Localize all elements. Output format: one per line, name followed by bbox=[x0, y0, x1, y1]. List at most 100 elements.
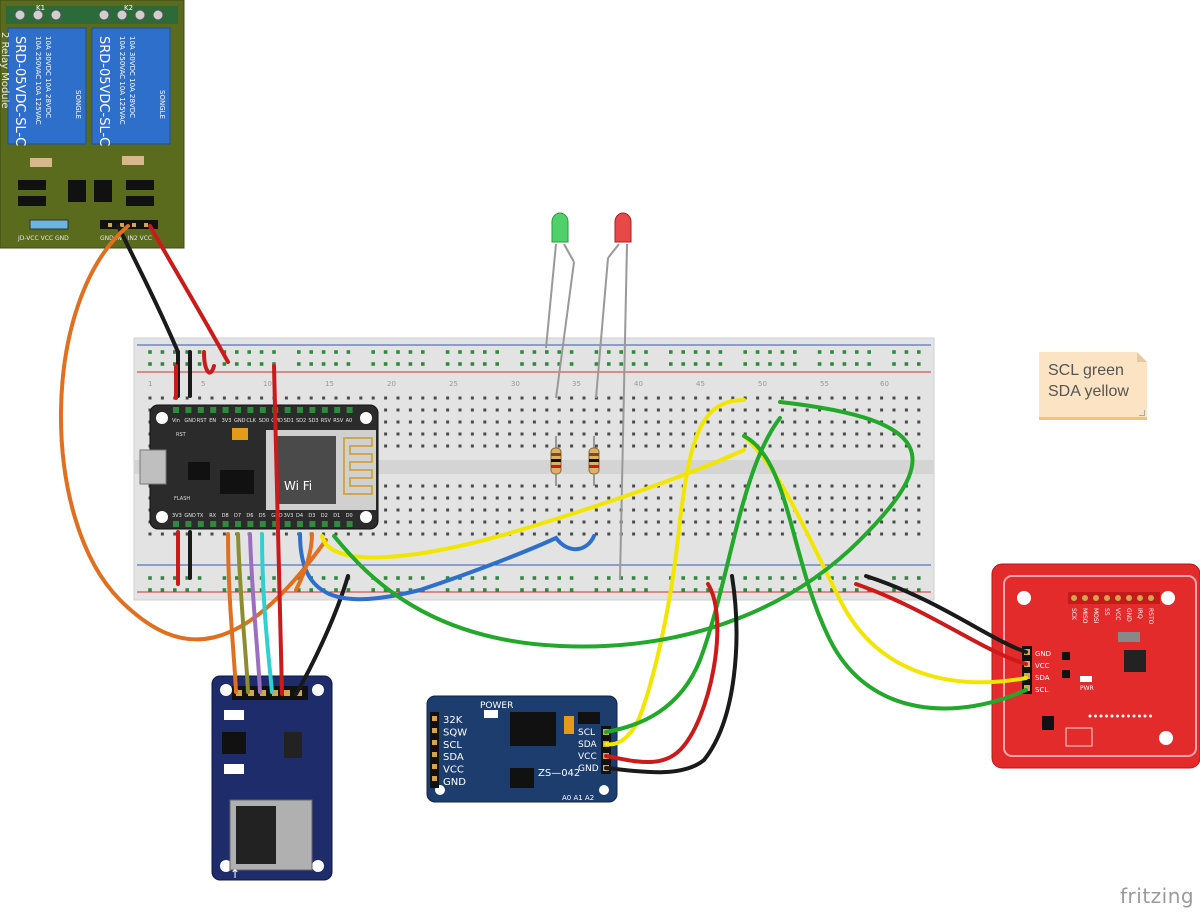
esp-pin-label: SD3 bbox=[308, 418, 318, 424]
bb-hole bbox=[222, 396, 226, 400]
rail-hole bbox=[346, 588, 351, 592]
bb-hole bbox=[818, 484, 822, 488]
bb-hole bbox=[607, 396, 611, 400]
bb-hole bbox=[731, 408, 735, 412]
bb-hole bbox=[892, 520, 896, 524]
bb-hole bbox=[594, 496, 598, 500]
bb-hole bbox=[768, 408, 772, 412]
bb-hole bbox=[198, 396, 202, 400]
rail-hole bbox=[272, 588, 276, 592]
bb-hole bbox=[830, 484, 834, 488]
wire-rtc-gnd-black bbox=[604, 574, 739, 775]
rail-hole bbox=[235, 350, 239, 354]
rail-hole bbox=[892, 576, 896, 580]
rail-hole bbox=[557, 350, 561, 354]
col-num: 15 bbox=[325, 380, 334, 388]
rail-hole bbox=[396, 362, 400, 366]
esp-pin bbox=[321, 407, 328, 413]
bb-hole bbox=[892, 408, 896, 412]
bb-hole bbox=[607, 508, 611, 512]
rail-hole bbox=[421, 350, 425, 354]
bb-hole bbox=[731, 520, 735, 524]
bb-hole bbox=[718, 408, 722, 412]
esp-pin-label: SD2 bbox=[296, 418, 306, 424]
wire-sd-olive bbox=[236, 532, 250, 694]
bb-hole bbox=[917, 508, 921, 512]
rail-hole bbox=[768, 362, 772, 366]
bb-hole bbox=[446, 520, 450, 524]
rail-hole bbox=[768, 588, 772, 592]
bb-hole bbox=[396, 520, 400, 524]
bb-hole bbox=[520, 520, 524, 524]
bb-hole bbox=[656, 444, 660, 448]
bb-hole bbox=[743, 508, 747, 512]
nfc-pin-label: RSTO bbox=[1147, 608, 1154, 625]
rail-hole bbox=[743, 576, 747, 580]
rail-hole bbox=[321, 576, 326, 580]
bb-hole bbox=[458, 420, 462, 424]
bb-hole bbox=[756, 484, 760, 488]
bb-hole bbox=[210, 396, 214, 400]
esp-pin-label: D8 bbox=[222, 513, 229, 519]
bb-hole bbox=[805, 408, 809, 412]
led-red bbox=[595, 212, 632, 581]
bb-hole bbox=[768, 496, 772, 500]
bb-hole bbox=[421, 508, 425, 512]
bb-hole bbox=[520, 420, 524, 424]
bb-hole bbox=[706, 420, 710, 424]
esp-pin bbox=[297, 521, 303, 527]
esp-pin bbox=[346, 407, 353, 413]
rail-hole bbox=[445, 362, 450, 366]
rtc-pin-label: SDA bbox=[578, 740, 597, 750]
bb-hole bbox=[594, 420, 598, 424]
wire-nfc-gnd-black bbox=[864, 574, 1028, 654]
bb-hole bbox=[545, 484, 549, 488]
rail-hole bbox=[718, 362, 723, 366]
bb-hole bbox=[396, 508, 400, 512]
bb-hole bbox=[656, 408, 660, 412]
rail-hole bbox=[706, 350, 710, 354]
rail-hole bbox=[259, 362, 264, 366]
rail-hole bbox=[197, 588, 202, 592]
bb-hole bbox=[718, 444, 722, 448]
bb-hole bbox=[619, 408, 623, 412]
bb-hole bbox=[904, 444, 908, 448]
bb-hole bbox=[731, 432, 735, 436]
bb-hole bbox=[458, 408, 462, 412]
nfc-side-pin-label: SCL bbox=[1035, 686, 1048, 694]
bb-hole bbox=[483, 496, 487, 500]
esp-pin bbox=[346, 521, 353, 527]
wire-sd-purple bbox=[248, 532, 262, 694]
rail-hole bbox=[669, 350, 673, 354]
col-num: 25 bbox=[449, 380, 458, 388]
bb-hole bbox=[322, 532, 326, 536]
rail-hole bbox=[532, 576, 537, 580]
esp-pin-label: D7 bbox=[234, 513, 241, 519]
bb-hole bbox=[594, 484, 598, 488]
bb-hole bbox=[793, 408, 797, 412]
bb-hole bbox=[508, 444, 512, 448]
bb-hole bbox=[656, 532, 660, 536]
rail-hole bbox=[842, 350, 847, 354]
bb-hole bbox=[780, 444, 784, 448]
bb-hole bbox=[433, 408, 437, 412]
rail-hole bbox=[842, 576, 847, 580]
esp-pin-label: D4 bbox=[296, 513, 303, 519]
bb-hole bbox=[483, 432, 487, 436]
bb-hole bbox=[904, 396, 908, 400]
bb-hole bbox=[818, 396, 822, 400]
rail-hole bbox=[644, 588, 648, 592]
bb-hole bbox=[582, 396, 586, 400]
bb-hole bbox=[706, 432, 710, 436]
rail-hole bbox=[718, 576, 723, 580]
rail-hole bbox=[309, 588, 313, 592]
rtc-pin-label: VCC bbox=[443, 765, 464, 776]
bb-hole bbox=[557, 520, 561, 524]
bb-hole bbox=[780, 508, 784, 512]
bb-hole bbox=[669, 484, 673, 488]
bb-hole bbox=[520, 408, 524, 412]
rail-hole bbox=[619, 362, 623, 366]
rail-hole bbox=[371, 588, 375, 592]
